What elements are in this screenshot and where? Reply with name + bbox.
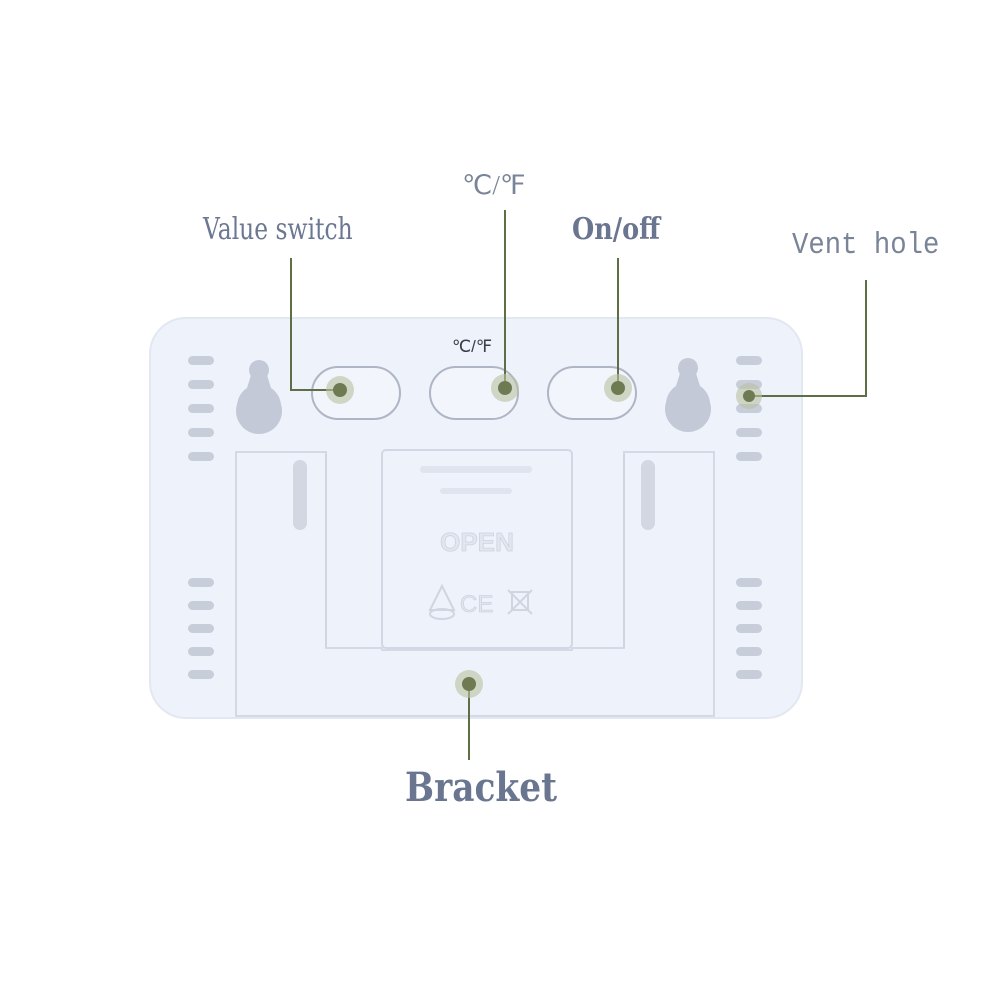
bracket-slot-right <box>641 460 655 530</box>
value-switch-button <box>311 366 401 420</box>
hanging-hole-left <box>236 360 282 434</box>
label-temp-unit: ℃/℉ <box>462 170 526 200</box>
button-temp-unit-print: ℃/℉ <box>452 337 492 356</box>
label-value-switch: Value switch <box>203 212 353 247</box>
leader-value-switch <box>290 258 340 391</box>
ce-mark: CE <box>460 591 493 618</box>
vent-holes-left-bottom <box>188 578 214 679</box>
battery-cover-open-text: OPEN <box>440 527 514 557</box>
recycle-bin-icon <box>507 589 533 615</box>
warning-triangle-icon <box>428 583 456 620</box>
leader-vent-hole <box>749 280 867 397</box>
hanging-hole-right <box>665 358 711 432</box>
callout-markers <box>326 374 762 698</box>
label-vent-hole: Vent hole <box>792 228 940 263</box>
label-bracket: Bracket <box>405 764 558 811</box>
vent-holes-right-bottom <box>736 578 762 679</box>
vent-holes-left-top <box>188 356 214 461</box>
label-on-off: On/off <box>572 212 661 247</box>
bracket-slot-left <box>293 460 307 530</box>
